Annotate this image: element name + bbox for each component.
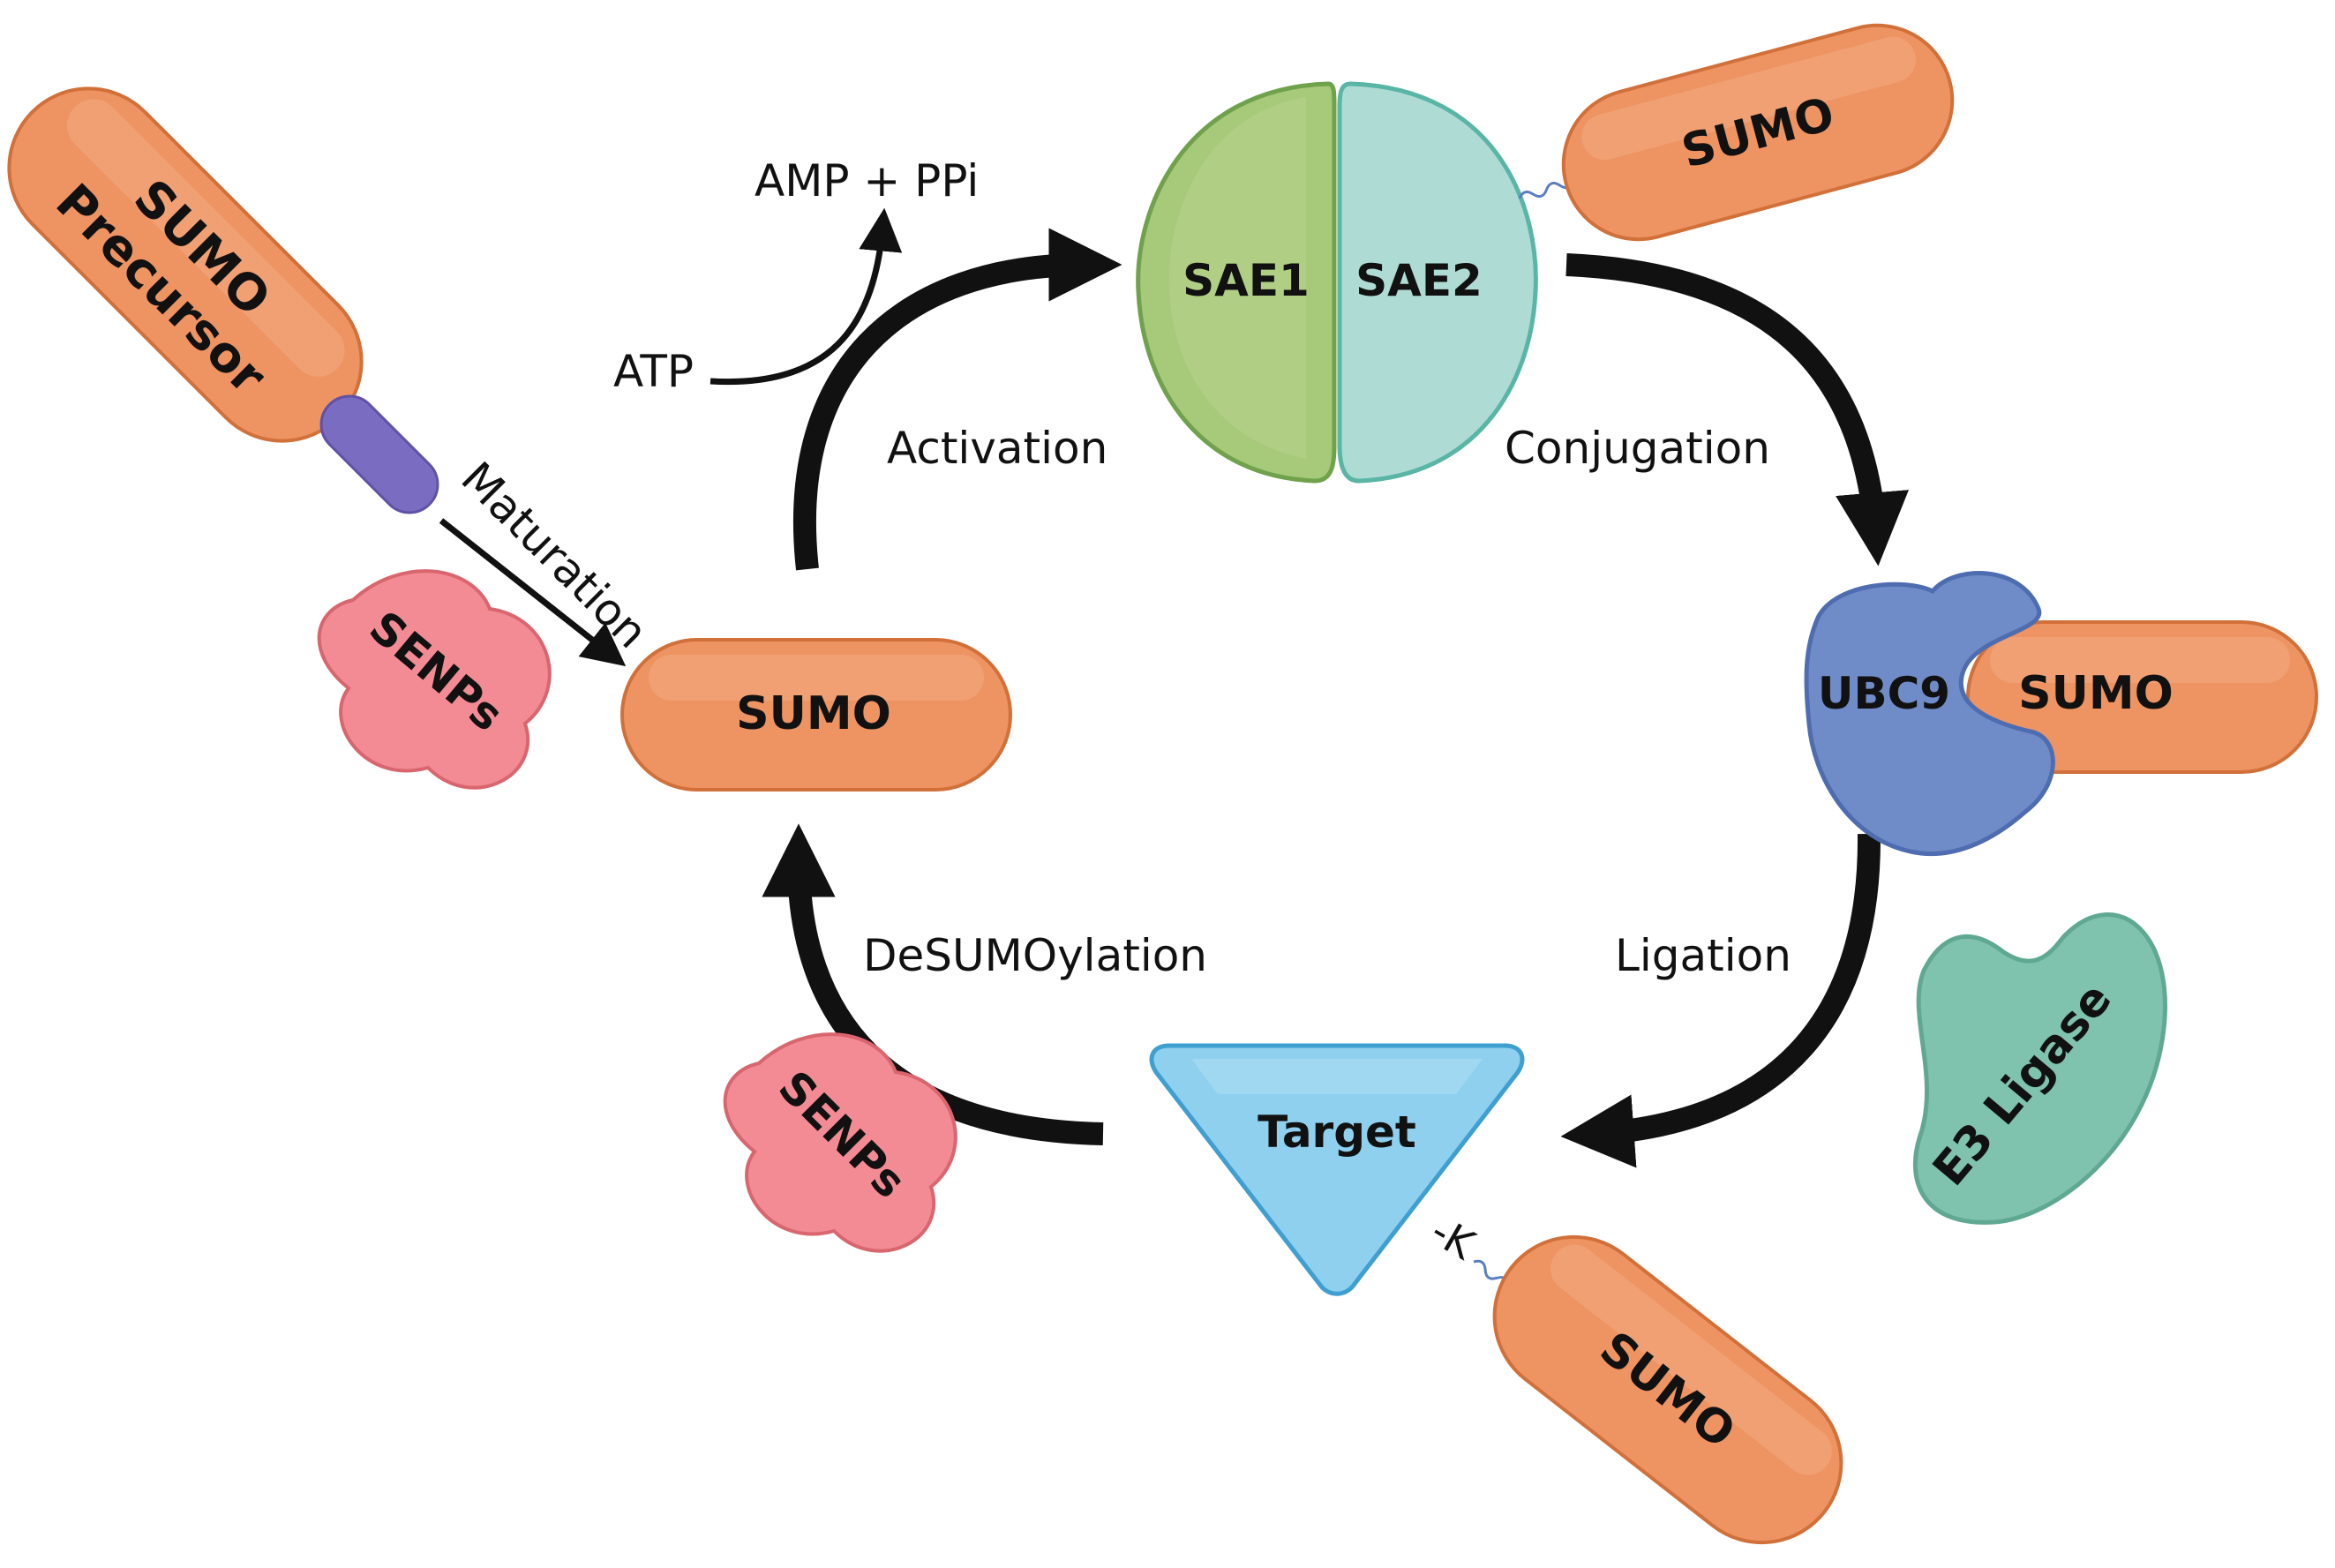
- sumo-ubc9: [1966, 620, 2318, 774]
- conjugation-label: Conjugation: [1505, 423, 1770, 474]
- e3-ligase-shape: [1912, 912, 2167, 1225]
- activation-label: Activation: [887, 423, 1107, 474]
- atp-label: ATP: [613, 346, 694, 397]
- desumoylation-label: DeSUMOylation: [863, 930, 1207, 981]
- sae2-label: SAE2: [1355, 255, 1483, 306]
- sae1-label: SAE1: [1183, 255, 1310, 306]
- sae-complex: SAE1 SAE2: [1136, 81, 1538, 484]
- activation-arrow: [792, 228, 1122, 571]
- sae2-shape: [1337, 81, 1538, 484]
- sumo-bottom: SUMO: [1492, 1234, 1843, 1545]
- ubc9-label: UBC9: [1818, 668, 1950, 719]
- target-label: Target: [1258, 1107, 1416, 1158]
- sumo-ubc9-label: SUMO: [2018, 667, 2174, 720]
- amp-ppi-label: AMP + PPi: [755, 155, 979, 206]
- senps-bottom: SENPs: [723, 1032, 957, 1253]
- e3-ligase: E3 Ligase: [1912, 912, 2167, 1225]
- ubc9-shape: [1804, 571, 2055, 857]
- ligation-label: Ligation: [1615, 930, 1791, 981]
- ligation-arrow: [1560, 833, 1881, 1168]
- sumo-center-label: SUMO: [736, 687, 891, 740]
- target-shape: [1149, 1043, 1525, 1296]
- precursor-linker: [319, 394, 439, 514]
- conjugation-arrow: [1565, 253, 1909, 566]
- atp-curve-arrow: [710, 207, 903, 386]
- target: Target: [1149, 1043, 1525, 1296]
- sumo-center: SUMO: [620, 638, 1012, 792]
- senps-top: SENPs: [317, 569, 552, 790]
- sumo-top-right: SUMO: [1561, 23, 1955, 242]
- maturation-arrow: [439, 518, 627, 667]
